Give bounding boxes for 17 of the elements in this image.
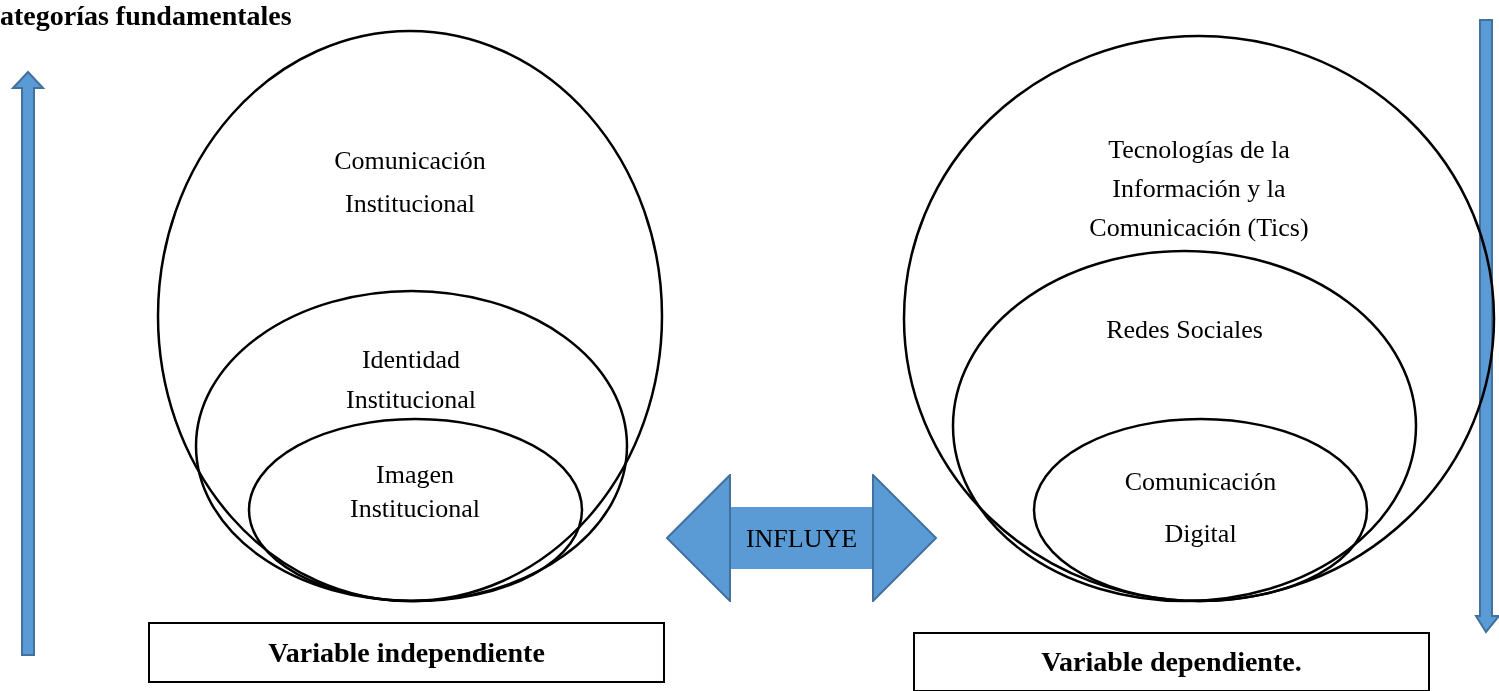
category-label: Comunicación Digital: [1123, 466, 1278, 550]
variable-label-box: Variable dependiente.: [913, 632, 1430, 691]
category-ellipse: [1033, 418, 1368, 602]
category-ellipse: [903, 35, 1495, 602]
category-ellipse: [157, 30, 663, 602]
category-ellipse: [195, 290, 628, 602]
category-ellipse: [952, 250, 1417, 602]
heading: ategorías fundamentales: [0, 0, 292, 32]
category-label: Redes Sociales: [1105, 314, 1264, 346]
variable-label-box: Variable independiente: [148, 622, 665, 683]
category-label: Identidad Institucional: [345, 344, 477, 417]
category-label: Tecnologías de la Información y la Comunicación (Tics): [1088, 134, 1310, 244]
category-ellipse: [248, 418, 583, 602]
double-arrow: [666, 474, 937, 602]
category-label: Comunicación Institucional: [333, 145, 487, 220]
category-label: Imagen Institucional: [349, 459, 481, 525]
edge-label: INFLUYE: [745, 524, 858, 553]
